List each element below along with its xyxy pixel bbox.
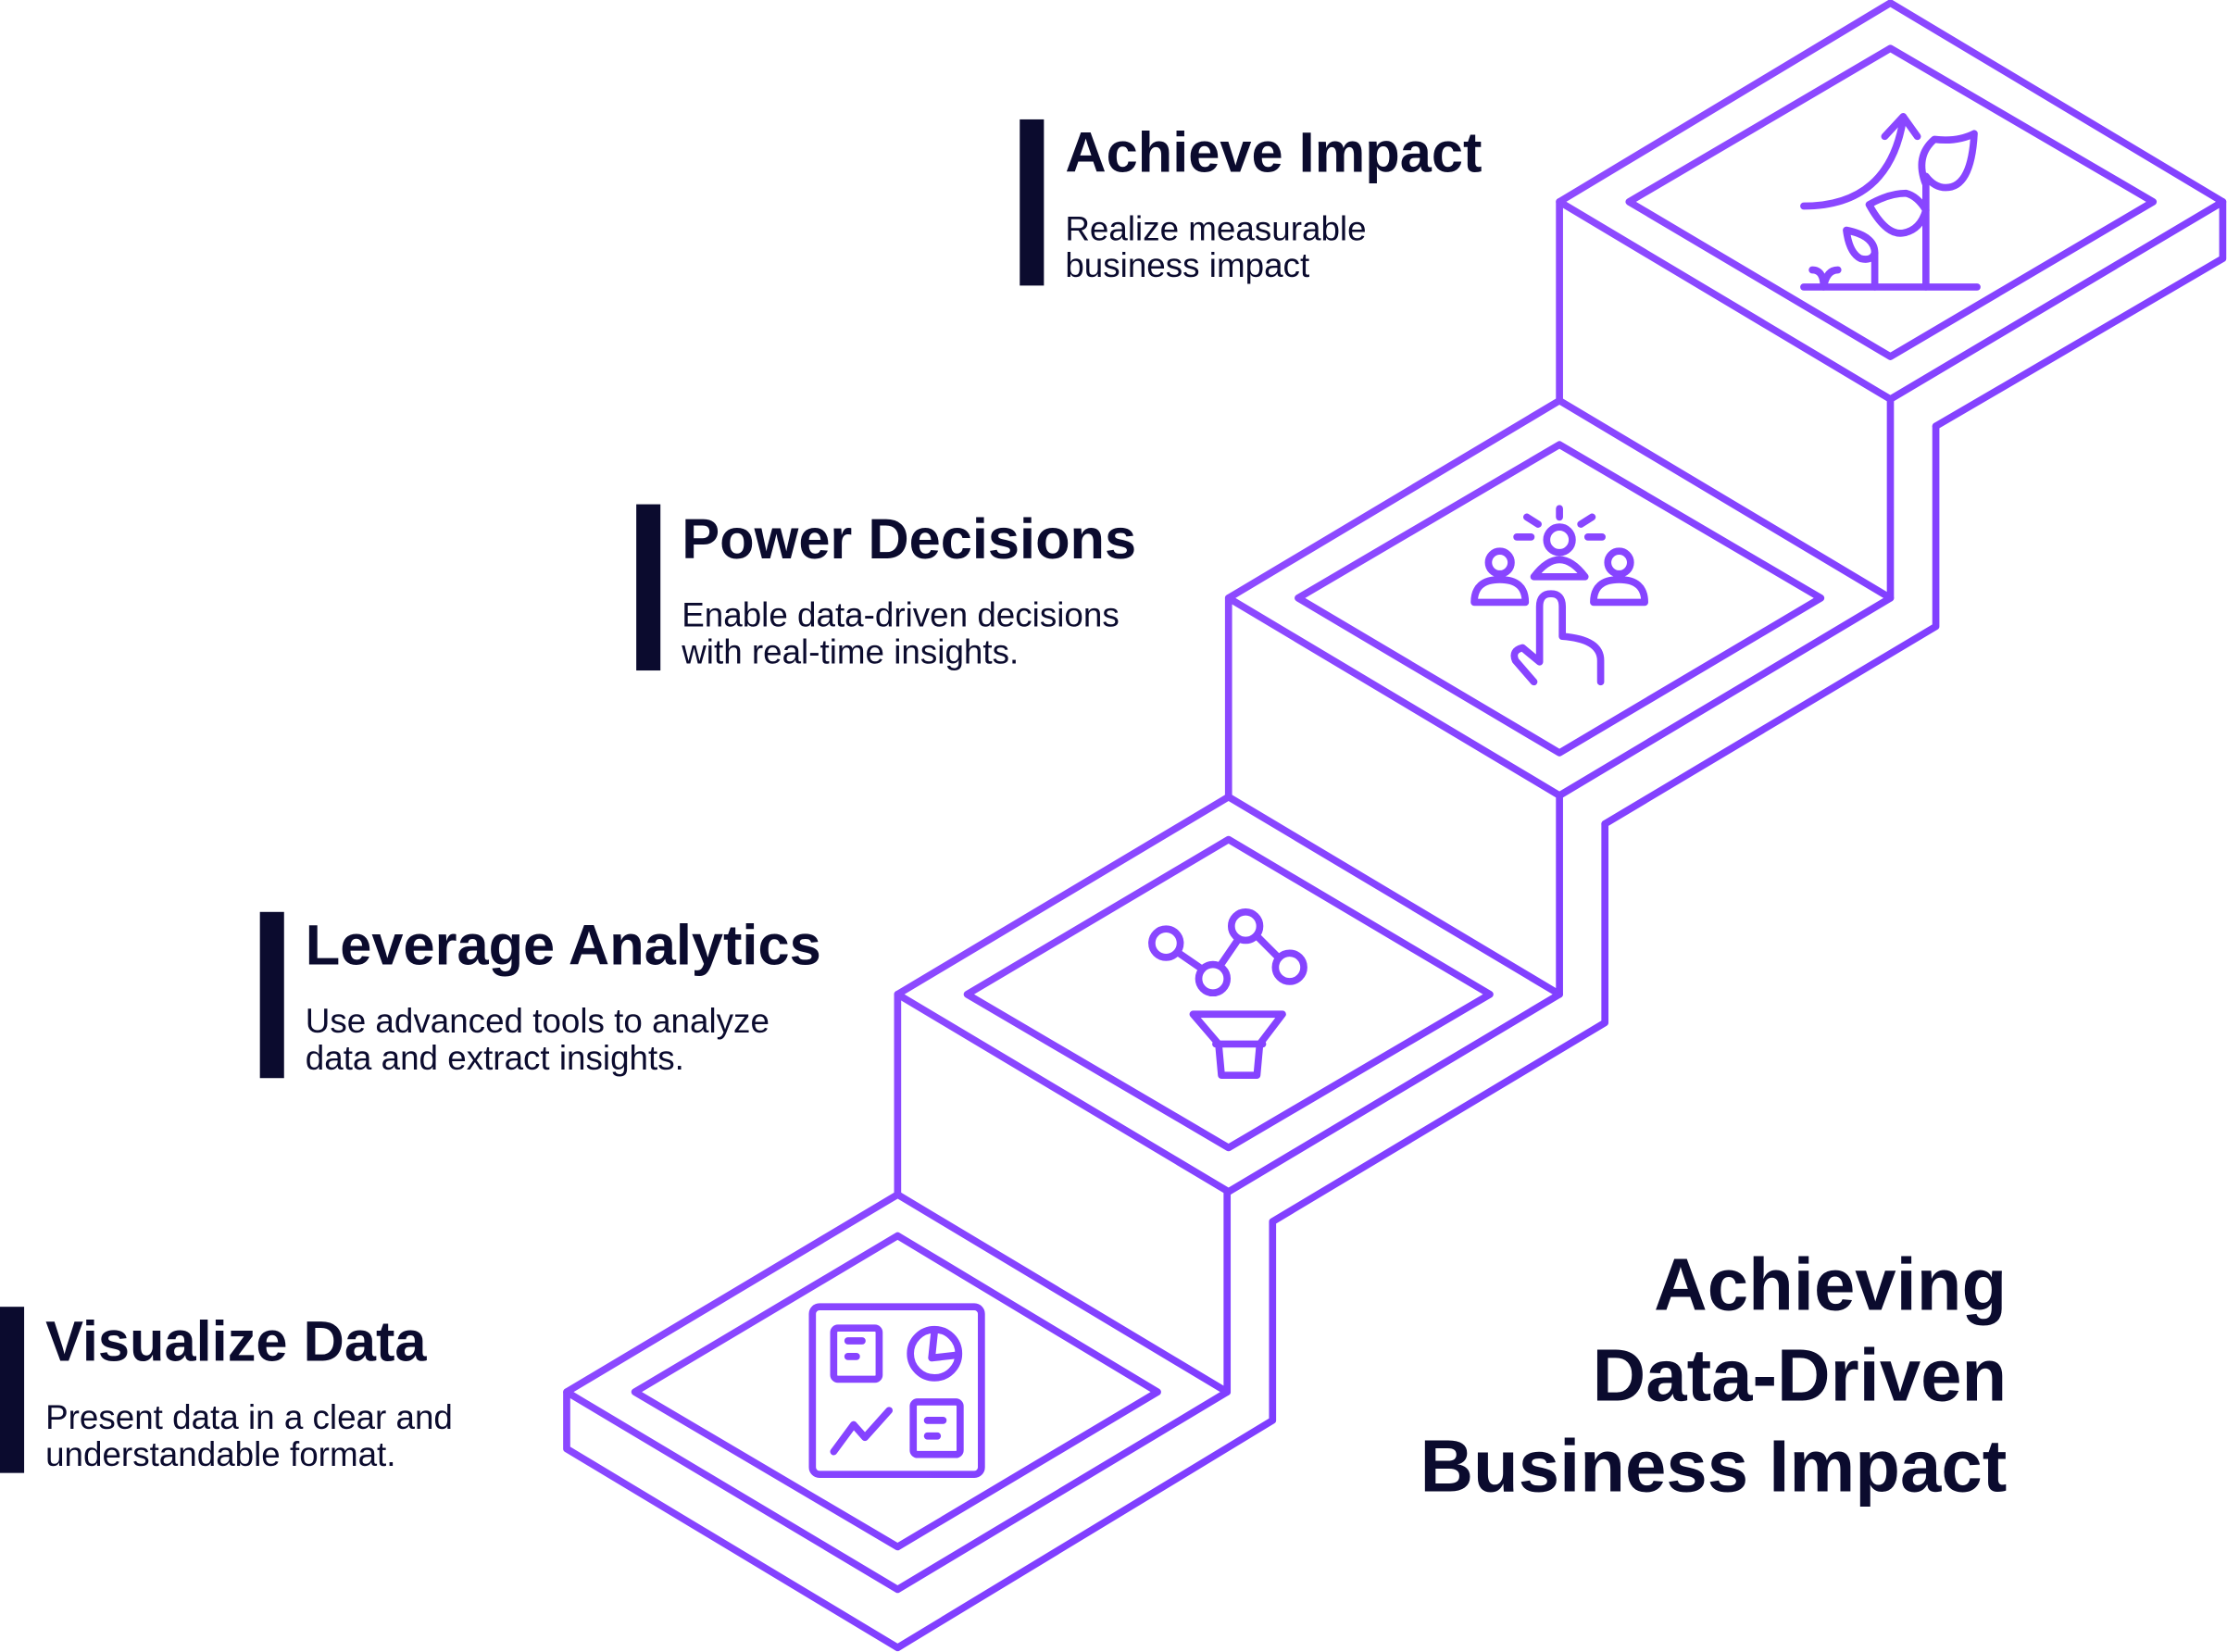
step-3-label: Power Decisions Enable data-driven decis… — [636, 504, 1136, 671]
step-description: Realize measurable — [1065, 209, 1366, 247]
step-description: business impact — [1065, 246, 1309, 284]
diagram-title: Achieving Data-Driven Business Impact — [1420, 1243, 2007, 1507]
title-line-1: Achieving — [1654, 1243, 2007, 1325]
accent-bar — [1020, 119, 1045, 286]
step-2-label: Leverage Analytics Use advanced tools to… — [259, 911, 821, 1079]
accent-bar — [259, 911, 284, 1079]
step-4-block — [1556, 0, 2227, 431]
step-title: Power Decisions — [682, 507, 1136, 571]
accent-bar — [0, 1307, 25, 1473]
dashboard-icon — [808, 1303, 985, 1479]
step-title: Leverage Analytics — [306, 914, 821, 978]
step-description: understandable format. — [45, 1435, 395, 1473]
step-description: with real-time insights. — [681, 632, 1019, 670]
step-description: Use advanced tools to analyze — [306, 1002, 769, 1040]
step-title: Achieve Impact — [1065, 121, 1482, 185]
step-3-block — [1224, 395, 1895, 801]
step-2-block — [894, 422, 1940, 1198]
growth-plant-icon — [1800, 113, 1981, 291]
step-title: Visualize Data — [45, 1309, 427, 1373]
analytics-funnel-icon — [1148, 907, 1307, 1080]
title-line-3: Business Impact — [1420, 1425, 2007, 1508]
team-decision-icon — [1470, 505, 1648, 686]
step-4-label: Achieve Impact Realize measurable busine… — [1020, 119, 1482, 286]
accent-bar — [636, 504, 661, 671]
title-line-2: Data-Driven — [1593, 1333, 2008, 1416]
step-1-label: Visualize Data Present data in a clear a… — [0, 1307, 453, 1473]
step-1-block — [563, 820, 1609, 1652]
step-description: Present data in a clear and — [45, 1398, 453, 1436]
step-description: data and extract insights. — [306, 1039, 684, 1077]
step-description: Enable data-driven decisions — [682, 596, 1120, 634]
